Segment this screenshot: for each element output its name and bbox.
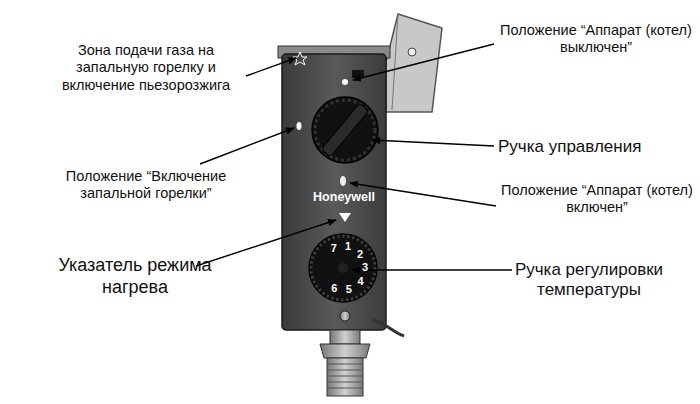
dial-hub [338,263,348,273]
on-flame-mark [340,176,346,186]
leader-lines [196,44,512,270]
thread-lines [327,364,363,388]
off-dot [342,79,348,85]
callout-label: Зона подачи газа на запальную горелку и … [40,42,252,94]
dial-number: 6 [331,283,337,294]
callout-label: Ручка управления [498,137,694,157]
knob-ridge [321,103,369,157]
dial-number: 5 [346,284,352,295]
callout-label: Положение “Аппарат (котел) выключен” [496,22,696,57]
bracket-fold [392,14,398,110]
dial-number: 7 [331,243,337,254]
dial-number: 1 [345,241,351,252]
mounting-bracket [386,14,442,112]
brand-label: Honeywell [296,190,392,205]
dial-number: 3 [362,262,368,273]
bracket-screw [408,48,416,56]
dial-number: 2 [357,249,363,260]
knob-grip [315,100,375,160]
callout-label: Ручка регулировки температуры [482,260,696,301]
fitting-nut [320,344,370,358]
dial-number: 4 [358,276,364,287]
fitting-neck [330,330,360,344]
thermocouple-wire [372,320,404,336]
pilot-mark [297,122,302,130]
callout-label: Положение “Включение запальной горелки” [46,168,246,203]
fitting-thread [327,358,363,396]
temperature-dial [309,234,377,302]
off-mark [352,70,364,78]
control-knob [312,97,378,163]
callout-label: Указатель режима нагрева [40,255,230,298]
dial-grip [311,236,375,300]
indicator-triangle [339,213,351,222]
callout-label: Положение “Аппарат (котел) включен” [498,182,696,217]
screw [340,311,350,321]
